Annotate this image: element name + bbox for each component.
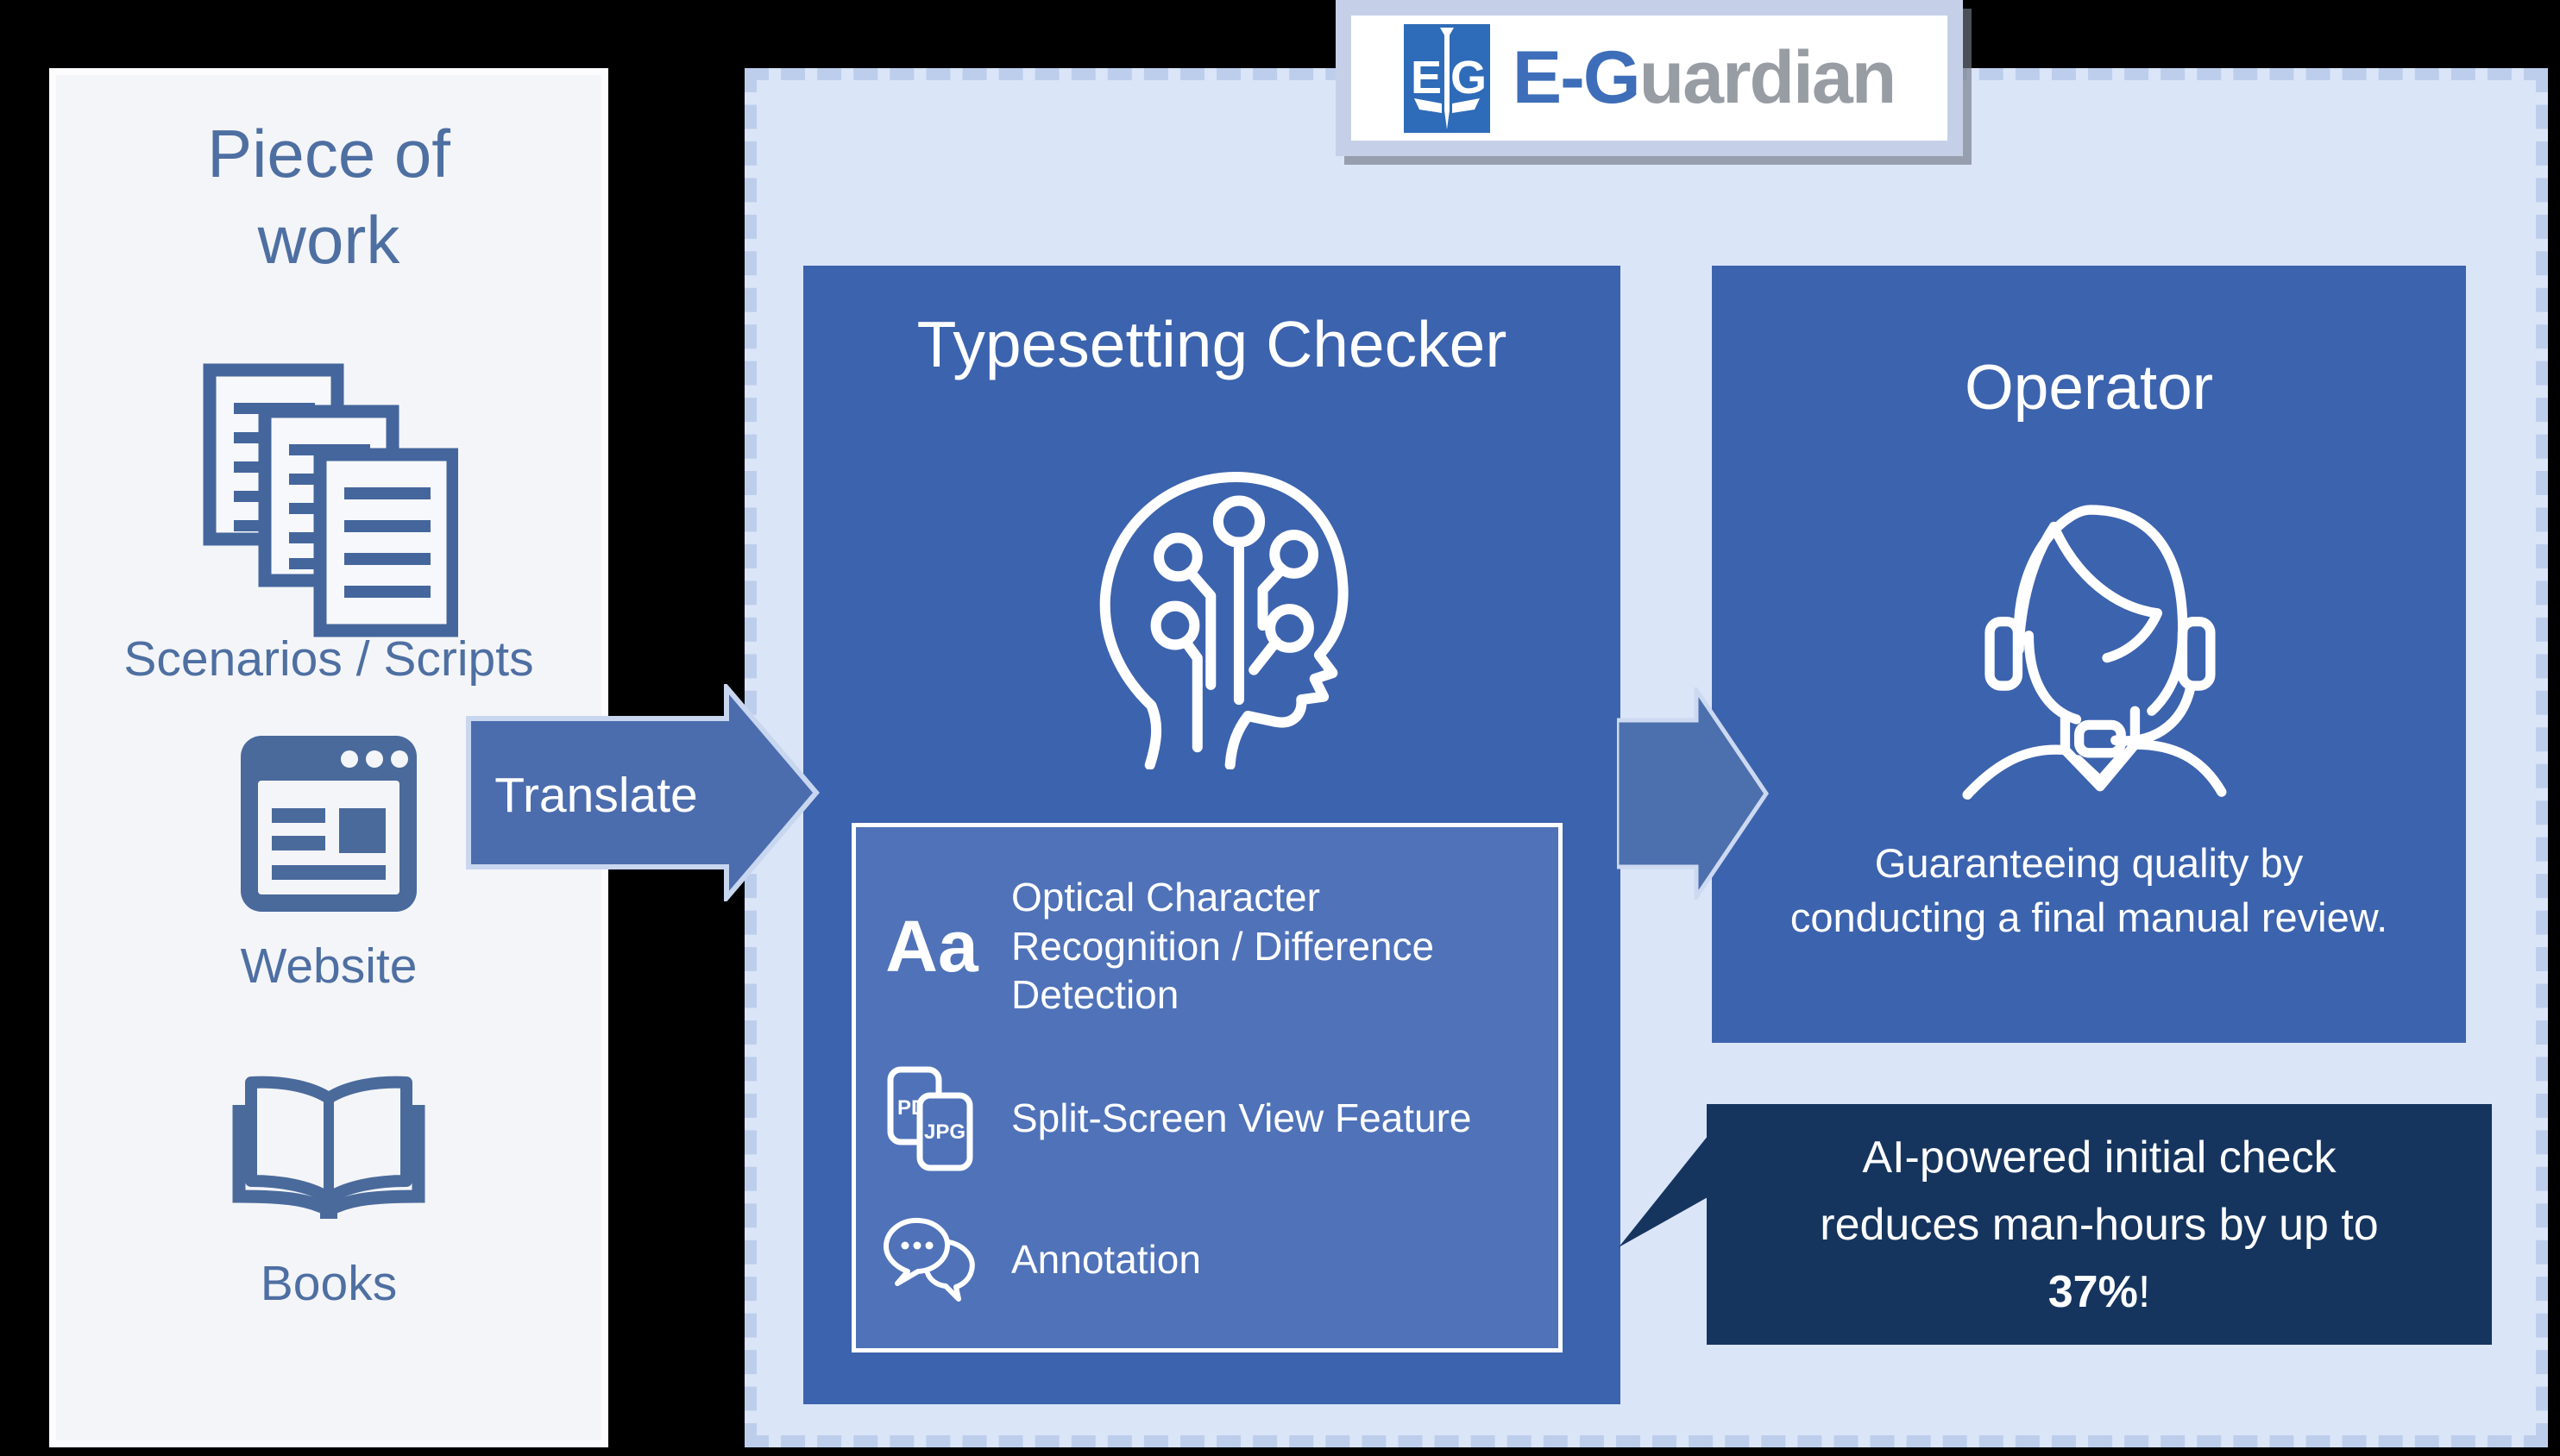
website-icon: [241, 736, 417, 912]
eg-icon-letter-e: E: [1411, 52, 1442, 104]
callout-exclamation: !: [2137, 1266, 2151, 1317]
callout-line-3: 37%!: [2048, 1258, 2151, 1326]
wordmark-gray-part: uardian: [1639, 36, 1897, 119]
typesetting-checker-panel: Typesetting Checker Aa: [803, 266, 1620, 1404]
eg-logo-icon: E G: [1403, 23, 1490, 133]
operator-title: Operator: [1964, 353, 2214, 423]
operator-description: Guaranteeing quality by conducting a fin…: [1789, 840, 2388, 940]
feature-split-screen-text: Split-Screen View Feature: [1011, 1095, 1472, 1140]
annotation-icon: [883, 1217, 975, 1302]
books-label: Books: [260, 1256, 398, 1311]
eg-icon-letter-g: G: [1450, 52, 1487, 104]
callout-percentage: 37%: [2047, 1266, 2138, 1317]
translate-arrow-shape: [466, 680, 820, 906]
ai-head-icon: [1099, 471, 1349, 769]
translate-label: Translate: [494, 768, 698, 823]
piece-of-work-title: Piece of work: [56, 111, 601, 284]
feature-item-ocr: Aa Optical Character Recognition / Diffe…: [877, 873, 1538, 1020]
jpg-label: JPG: [924, 1120, 966, 1144]
wordmark-blue-part: E-G: [1512, 36, 1641, 119]
feature-item-annotation: Annotation: [877, 1216, 1538, 1302]
feature-annotation-text: Annotation: [1011, 1236, 1201, 1282]
callout-line-2: reduces man-hours by up to: [1820, 1199, 2379, 1250]
feature-ocr-text: Optical Character Recognition / Differen…: [1011, 875, 1435, 1018]
eguardian-wordmark: E-Guardian: [1512, 35, 1897, 121]
callout-line-1: AI-powered initial check: [1862, 1132, 2337, 1183]
scenarios-scripts-label: Scenarios / Scripts: [123, 631, 534, 687]
operator-panel: Operator Guaranteeing quality: [1712, 266, 2466, 1043]
piece-of-work-title-text: Piece of work: [207, 116, 450, 278]
typesetting-checker-title: Typesetting Checker: [916, 308, 1507, 380]
file-formats-icon: PDF JPG: [887, 1066, 973, 1171]
feature-item-split-screen: PDF JPG Split-Screen View Feature: [877, 1063, 1538, 1173]
feature-list: Aa Optical Character Recognition / Diffe…: [852, 823, 1563, 1352]
books-icon: [232, 1076, 425, 1219]
website-label: Website: [240, 938, 418, 994]
aa-icon: Aa: [877, 910, 987, 982]
flow-arrow-icon: [1617, 687, 1769, 900]
documents-icon: [203, 363, 458, 637]
callout-bubble: AI-powered initial check reduces man-hou…: [1707, 1104, 2492, 1345]
translate-arrow: Translate: [466, 680, 820, 906]
eguardian-logo: E G E-Guardian: [1336, 0, 1963, 156]
aa-icon-glyph: Aa: [885, 905, 978, 987]
operator-icon: [1962, 505, 2227, 800]
